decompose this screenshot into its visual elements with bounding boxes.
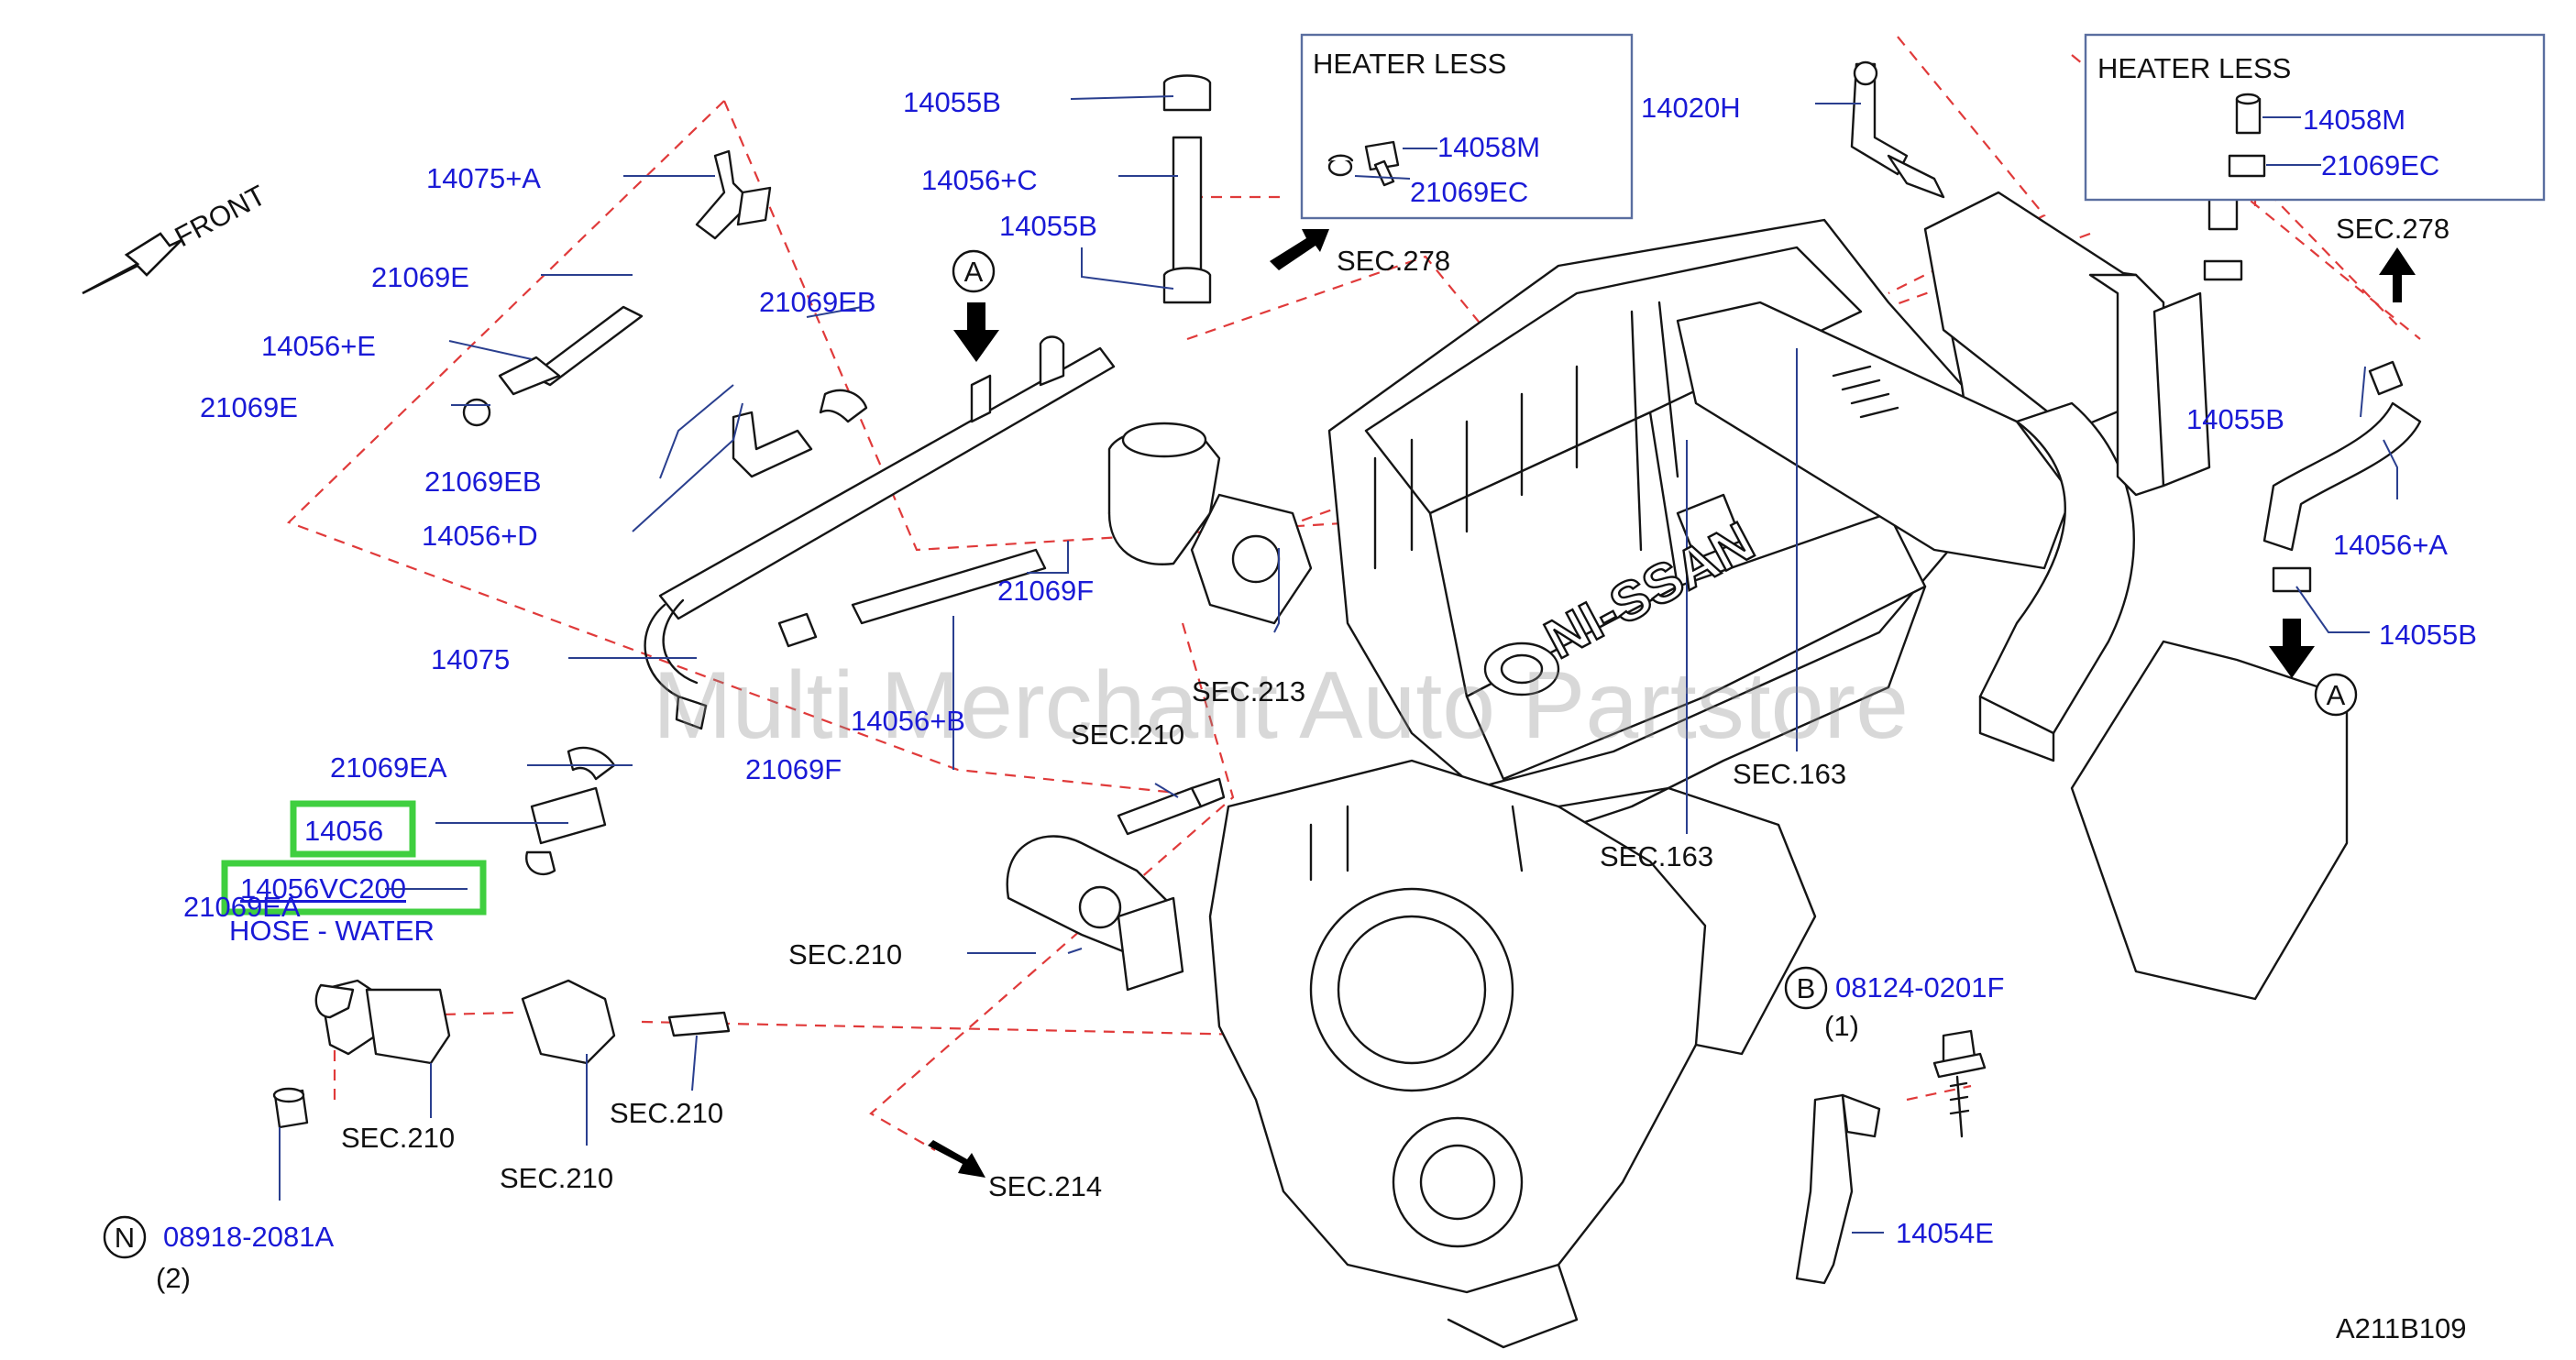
a-down-arrow-right-icon bbox=[2269, 619, 2315, 678]
part-21069F-upper[interactable]: 21069F bbox=[997, 575, 1094, 607]
part-08918-2081A[interactable]: 08918-2081A bbox=[163, 1221, 334, 1253]
svg-text:A: A bbox=[964, 256, 984, 288]
part-14055B-right-upper[interactable]: 14055B bbox=[2186, 403, 2284, 435]
highlight-14056 bbox=[290, 800, 416, 858]
sec-210-sensor[interactable]: SEC.210 bbox=[1071, 718, 1184, 751]
qty-08918: (2) bbox=[156, 1262, 191, 1294]
part-14058M-right[interactable]: 14058M bbox=[2303, 104, 2405, 136]
part-21069EC-left[interactable]: 21069EC bbox=[1410, 176, 1528, 208]
part-description-hose-water: HOSE - WATER bbox=[229, 915, 435, 947]
sec-163-left[interactable]: SEC.163 bbox=[1600, 840, 1713, 872]
sec-163-right[interactable]: SEC.163 bbox=[1733, 758, 1846, 790]
part-21069E-upper[interactable]: 21069E bbox=[371, 261, 469, 293]
heater-less-inset-right: HEATER LESS bbox=[2084, 33, 2546, 202]
highlight-14056VC200 bbox=[221, 860, 487, 916]
part-14054E[interactable]: 14054E bbox=[1896, 1217, 1994, 1249]
part-number-14056VC200-link[interactable]: 14056VC200 bbox=[240, 872, 406, 905]
part-14056[interactable]: 14056 bbox=[304, 815, 383, 847]
small-components-drawing bbox=[272, 144, 1987, 1285]
part-08124-0201F[interactable]: 08124-0201F bbox=[1835, 971, 2004, 1004]
heater-less-label-left: HEATER LESS bbox=[1313, 48, 1506, 80]
engine-block-drawing bbox=[1208, 191, 2349, 1349]
svg-text:A: A bbox=[2327, 679, 2346, 711]
part-14056C[interactable]: 14056+C bbox=[921, 164, 1038, 196]
sec-213[interactable]: SEC.213 bbox=[1192, 675, 1305, 707]
sec278-up-arrow-icon bbox=[2379, 247, 2416, 302]
part-21069EB-upper[interactable]: 21069EB bbox=[759, 286, 876, 318]
part-14020H[interactable]: 14020H bbox=[1641, 92, 1741, 124]
part-21069EC-right[interactable]: 21069EC bbox=[2321, 149, 2439, 181]
marker-b: B bbox=[1784, 966, 1828, 1010]
part-14075A[interactable]: 14075+A bbox=[426, 162, 541, 194]
part-21069EB-lower[interactable]: 21069EB bbox=[424, 466, 542, 498]
marker-a-right: A bbox=[2314, 673, 2358, 717]
sec278-arrow-icon bbox=[1270, 229, 1329, 270]
marker-a-left: A bbox=[952, 249, 996, 293]
sec-210-housing[interactable]: SEC.210 bbox=[788, 938, 902, 971]
marker-n: N bbox=[103, 1215, 147, 1259]
part-21069EA-upper[interactable]: 21069EA bbox=[330, 751, 447, 784]
front-label: FRONT bbox=[170, 179, 271, 253]
labels: FRONT 14055B 14056+C 14055B 14058M 21069… bbox=[156, 86, 2477, 1344]
qty-08124: (1) bbox=[1824, 1010, 1859, 1042]
sec-210-outlet[interactable]: SEC.210 bbox=[341, 1122, 455, 1154]
part-21069E-lower[interactable]: 21069E bbox=[200, 391, 298, 423]
heater-less-label-right: HEATER LESS bbox=[2097, 52, 2291, 84]
direction-arrows bbox=[82, 229, 2416, 1178]
part-21069EA-lower[interactable]: 21069EA bbox=[183, 891, 301, 923]
diagram-id: A211B109 bbox=[2336, 1312, 2467, 1344]
sec-210-stud[interactable]: SEC.210 bbox=[610, 1097, 723, 1129]
part-14058M-left[interactable]: 14058M bbox=[1437, 131, 1540, 163]
reference-markers: A A B N bbox=[103, 249, 2358, 1259]
part-14055B-mid[interactable]: 14055B bbox=[999, 210, 1097, 242]
svg-text:N: N bbox=[115, 1222, 135, 1254]
part-14056B[interactable]: 14056+B bbox=[851, 705, 965, 737]
part-14056E[interactable]: 14056+E bbox=[261, 330, 376, 362]
heater-less-inset-left: HEATER LESS bbox=[1300, 33, 1634, 220]
part-14056A[interactable]: 14056+A bbox=[2333, 529, 2448, 561]
part-14056D[interactable]: 14056+D bbox=[422, 520, 538, 552]
sec-214[interactable]: SEC.214 bbox=[988, 1170, 1102, 1202]
svg-text:B: B bbox=[1797, 972, 1816, 1004]
front-arrow-icon bbox=[82, 232, 182, 295]
sec-278-left[interactable]: SEC.278 bbox=[1337, 245, 1450, 277]
part-14055B-top[interactable]: 14055B bbox=[903, 86, 1001, 118]
sec214-arrow-icon bbox=[928, 1140, 985, 1178]
watermark: Multi Merchant Auto Partstore bbox=[653, 653, 1909, 759]
sec-278-right[interactable]: SEC.278 bbox=[2336, 213, 2449, 245]
sec-210-gasket[interactable]: SEC.210 bbox=[500, 1162, 613, 1194]
part-14055B-right-lower[interactable]: 14055B bbox=[2379, 619, 2477, 651]
a-down-arrow-left-icon bbox=[953, 302, 999, 362]
leader-lines bbox=[279, 95, 2398, 1234]
part-21069F-lower[interactable]: 21069F bbox=[745, 753, 842, 785]
part-14075[interactable]: 14075 bbox=[431, 643, 510, 675]
